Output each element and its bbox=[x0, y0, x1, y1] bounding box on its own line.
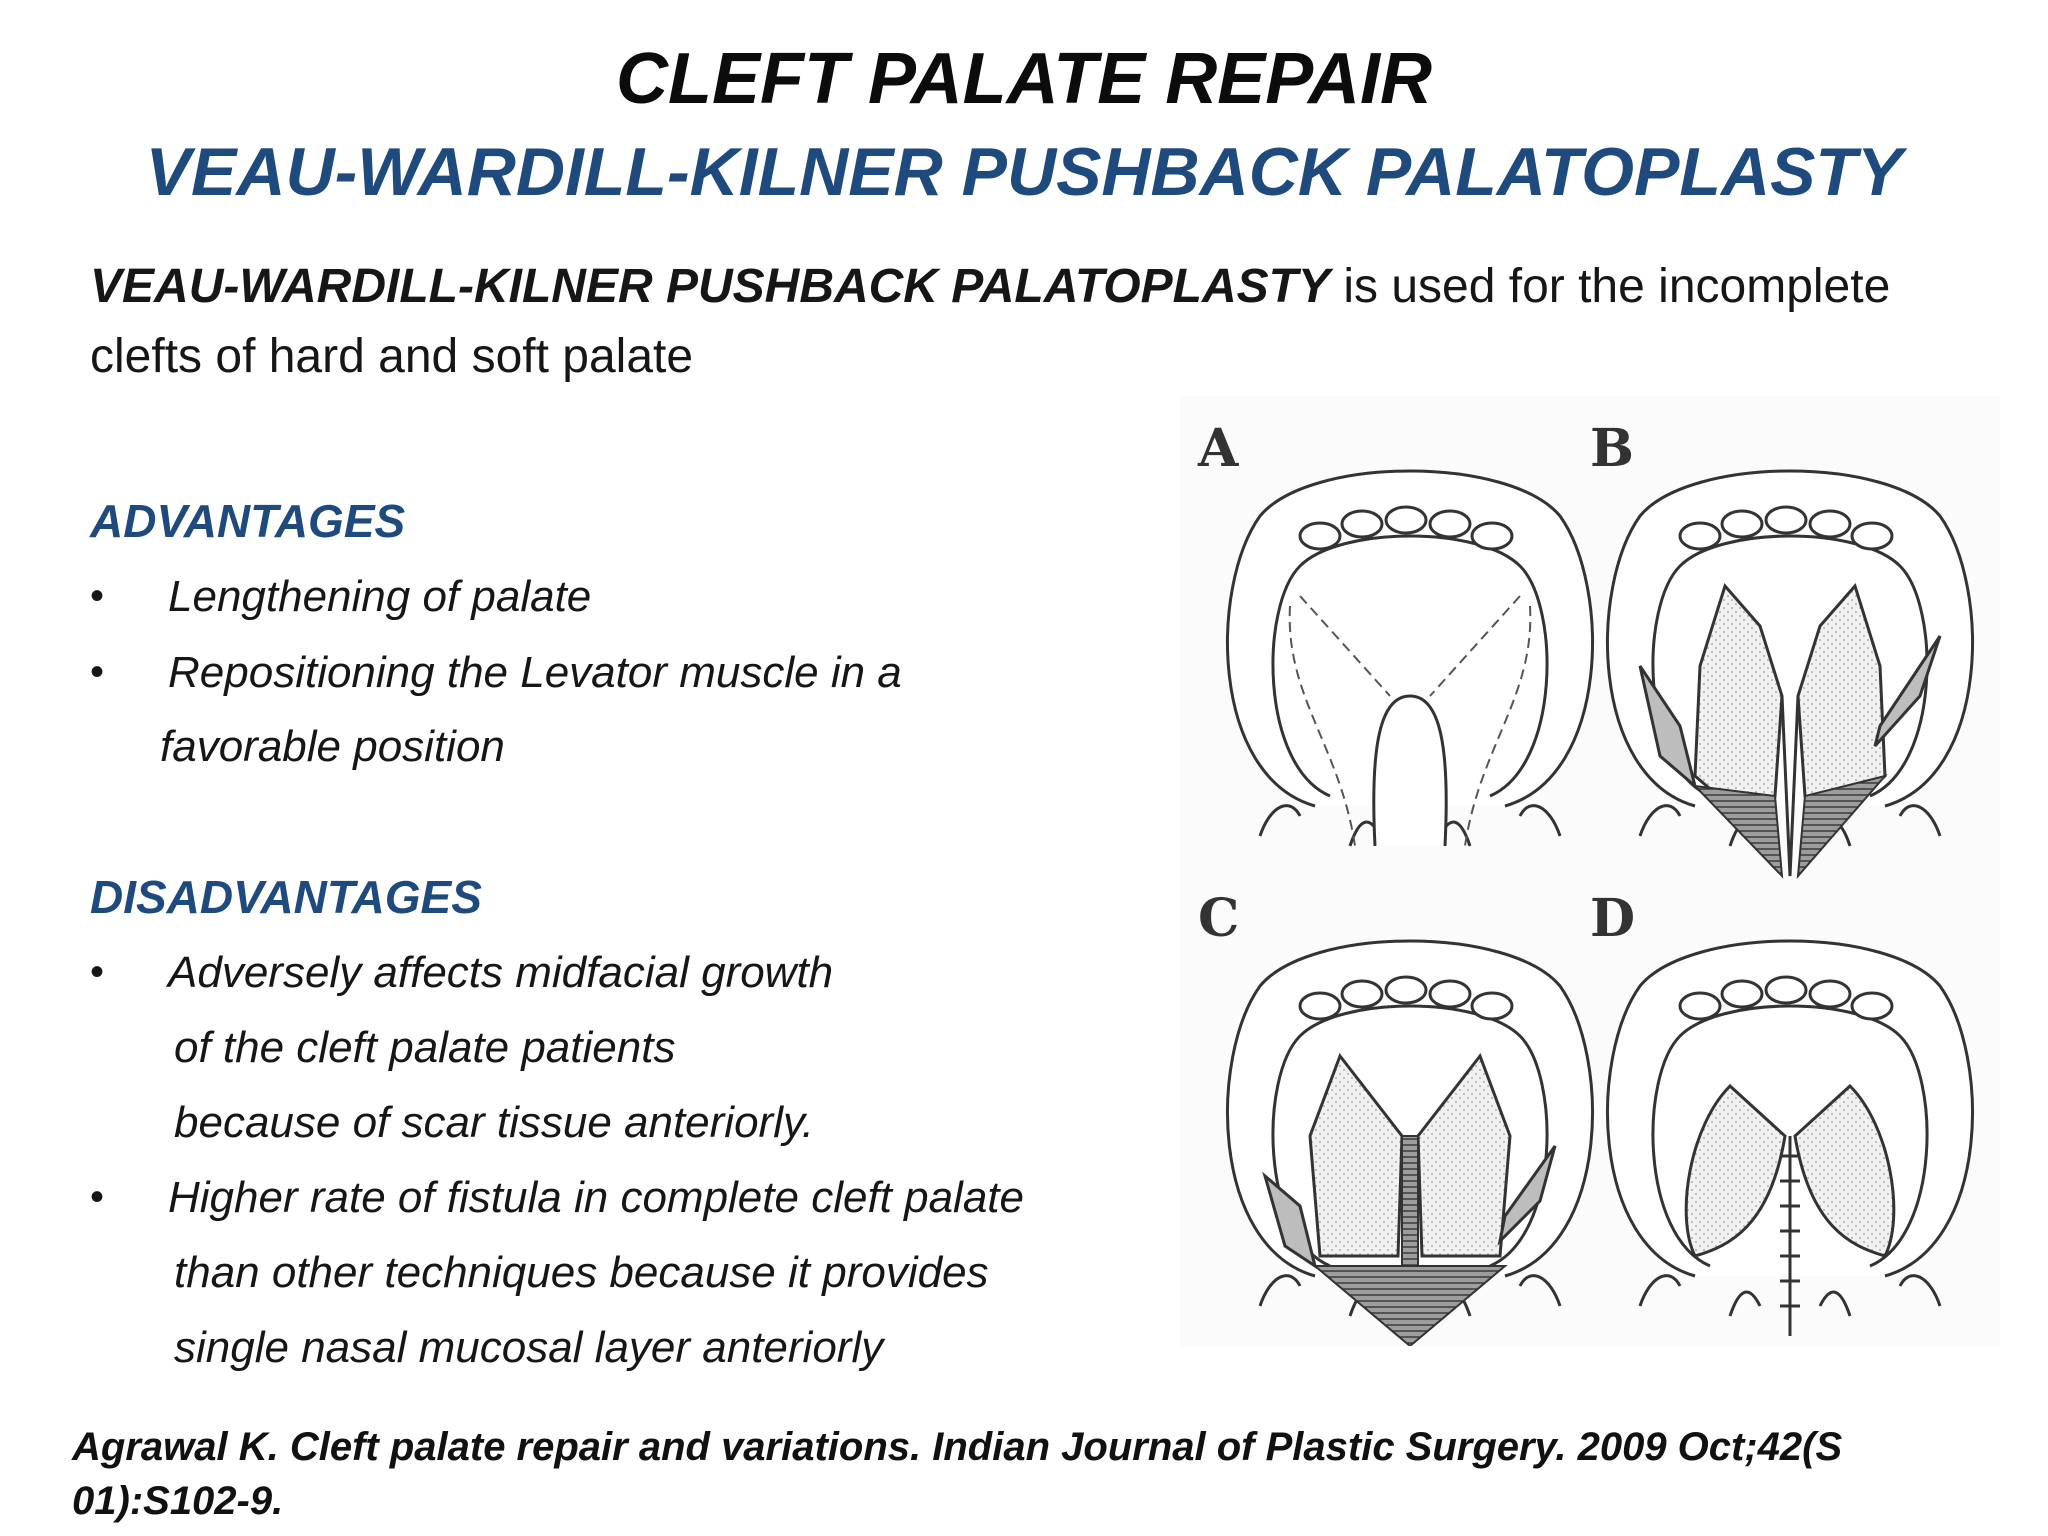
disadvantage-item-1-line-1: Adversely affects midfacial growth bbox=[168, 948, 834, 997]
disadvantages-heading: DISADVANTAGES bbox=[90, 871, 482, 923]
panel-letter-a: A bbox=[1197, 418, 1239, 479]
citation-line-1: Agrawal K. Cleft palate repair and varia… bbox=[72, 1425, 1843, 1469]
panel-b: B bbox=[1590, 418, 1974, 879]
citation-line-2: 01):S102-9. bbox=[72, 1479, 284, 1523]
panel-letter-c: C bbox=[1198, 888, 1239, 949]
advantages-heading: ADVANTAGES bbox=[90, 495, 406, 547]
disadvantage-item-2-line-2: than other techniques because it provide… bbox=[174, 1248, 989, 1297]
intro-technique-name: VEAU-WARDILL-KILNER PUSHBACK PALATOPLAST… bbox=[90, 260, 1330, 313]
bullet-dot: • bbox=[90, 1175, 105, 1219]
advantage-item-1-line-1: Lengthening of palate bbox=[168, 572, 592, 621]
panel-d: D bbox=[1590, 888, 1974, 1336]
panel-a: A bbox=[1197, 418, 1594, 848]
intro-text-line1: is used for the incomplete bbox=[1329, 260, 1891, 313]
bullet-dot: • bbox=[90, 574, 105, 618]
bullet-dot: • bbox=[90, 950, 105, 994]
disadvantage-item-2-line-3: single nasal mucosal layer anteriorly bbox=[174, 1323, 884, 1372]
bullet-dot: • bbox=[90, 650, 105, 694]
panel-letter-d: D bbox=[1590, 888, 1635, 949]
intro-paragraph: VEAU-WARDILL-KILNER PUSHBACK PALATOPLAST… bbox=[90, 252, 1940, 392]
palatoplasty-diagram: A B bbox=[1197, 418, 1974, 1346]
panel-c: C bbox=[1198, 888, 1594, 1346]
advantage-item-2-line-1: Repositioning the Levator muscle in a bbox=[168, 648, 902, 697]
panel-letter-b: B bbox=[1590, 418, 1634, 479]
slide-subtitle: VEAU-WARDILL-KILNER PUSHBACK PALATOPLAST… bbox=[145, 134, 1903, 210]
advantage-item-2-line-2: favorable position bbox=[160, 722, 505, 771]
palatoplasty-illustration: A B bbox=[1180, 396, 2000, 1346]
disadvantage-item-2-line-1: Higher rate of fistula in complete cleft… bbox=[168, 1173, 1025, 1222]
intro-text-line2: clefts of hard and soft palate bbox=[90, 330, 694, 383]
disadvantage-item-1-line-2: of the cleft palate patients bbox=[174, 1023, 676, 1072]
slide-title: CLEFT PALATE REPAIR bbox=[616, 39, 1432, 119]
citation: Agrawal K. Cleft palate repair and varia… bbox=[72, 1420, 1892, 1528]
disadvantage-item-1-line-3: because of scar tissue anteriorly. bbox=[174, 1098, 814, 1147]
